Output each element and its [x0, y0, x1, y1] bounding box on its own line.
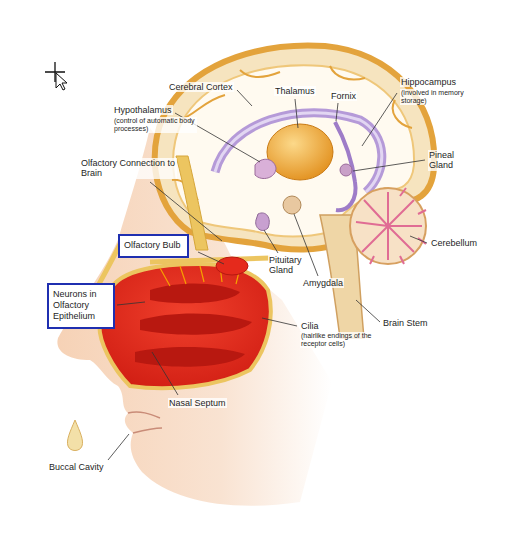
nasal-concha [150, 283, 240, 303]
structure-label: Thalamus [274, 86, 316, 96]
leader-line [410, 236, 427, 243]
note-text: (control of automatic body processes) [113, 117, 197, 133]
structure-label: Nasal Septum [168, 398, 227, 408]
leader-line [117, 302, 145, 305]
structure-label: Cilia [300, 321, 320, 331]
thalamus [267, 124, 333, 180]
structure-label: Brain Stem [382, 318, 429, 328]
cribriform-plate [150, 258, 270, 262]
highlight-box: Olfactory Bulb [118, 234, 189, 258]
nasal-cavity [99, 264, 270, 388]
structure-label: Cerebral Cortex [168, 82, 234, 92]
note-text: (involved in memory storage) [400, 89, 476, 105]
structure-label: Hippocampus [400, 77, 457, 87]
leader-line [264, 230, 278, 253]
structure-label: Pineal Gland [428, 150, 466, 171]
leader-line [198, 252, 224, 264]
cerebellum-branches [356, 188, 426, 264]
leader-line [152, 352, 178, 395]
amygdala [283, 196, 301, 214]
hypothalamus [255, 159, 276, 178]
limbic-arc [215, 113, 382, 192]
box-label: Neurons in Olfactory Epithelium [53, 289, 107, 321]
limbic-arc-highlight [215, 113, 382, 192]
lips [128, 412, 162, 433]
structure-label: Buccal Cavity [48, 462, 105, 472]
leader-line [150, 182, 222, 241]
box-label: Olfactory Bulb [124, 240, 183, 251]
leader-line [262, 318, 297, 326]
cursor-arrow [56, 73, 67, 90]
leader-lines [108, 90, 427, 460]
leader-line [353, 160, 425, 171]
leader-line [237, 90, 252, 106]
structure-label: Cerebellum [430, 238, 478, 248]
move-cursor [45, 62, 67, 90]
leader-line [362, 93, 397, 146]
cerebellum [350, 188, 426, 264]
pineal-gland [340, 164, 352, 176]
highlight-box: Neurons in Olfactory Epithelium [47, 283, 115, 329]
leader-line [356, 300, 380, 322]
drop [67, 420, 82, 451]
nasal-concha [135, 347, 245, 367]
leader-line [336, 103, 338, 121]
structure-label: Fornix [330, 91, 357, 101]
structure-label: Hypothalamus [113, 105, 173, 115]
pituitary-gland [256, 213, 270, 230]
leader-line [295, 99, 298, 128]
nasal-concha [140, 313, 252, 334]
structure-label: Olfactory Connection to Brain [80, 158, 177, 179]
fornix-hippocampus [335, 122, 356, 210]
leader-line [108, 434, 129, 460]
structure-label: Pituitary Gland [268, 255, 306, 276]
olfactory-bulb [216, 257, 248, 275]
note-text: (hairlike endings of the receptor cells) [300, 332, 386, 348]
structure-label: Amygdala [302, 278, 344, 288]
